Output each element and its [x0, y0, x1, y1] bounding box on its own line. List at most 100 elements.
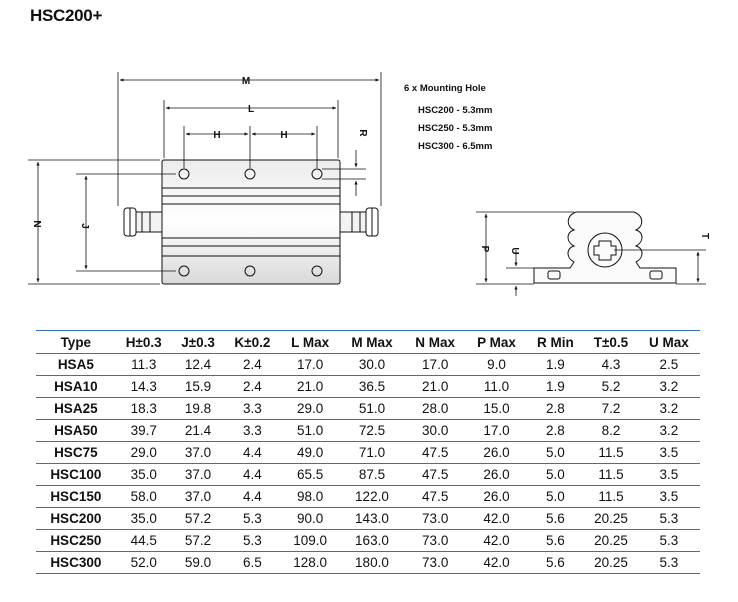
cell-k: 4.4: [224, 441, 281, 464]
cell-p: 9.0: [466, 353, 527, 376]
cell-j: 12.4: [171, 353, 225, 376]
dim-label-H1: H: [213, 130, 220, 141]
col-header-r: R Min: [526, 330, 585, 354]
cell-k: 3.3: [224, 419, 281, 442]
cell-j: 37.0: [171, 463, 225, 486]
cell-n: 28.0: [404, 397, 467, 420]
cell-u: 5.3: [637, 529, 700, 552]
cell-l: 98.0: [280, 485, 340, 508]
dim-label-L: L: [248, 104, 254, 115]
cell-m: 36.5: [339, 375, 405, 398]
cell-l: 90.0: [280, 507, 340, 530]
cell-p: 42.0: [466, 551, 527, 574]
mounting-hole: [311, 265, 323, 277]
cell-k: 6.5: [224, 551, 281, 574]
dim-label-N: N: [31, 220, 42, 227]
cell-u: 3.5: [637, 441, 700, 464]
table-header-row: Type H±0.3 J±0.3 K±0.2 L Max M Max N Max…: [36, 330, 700, 354]
cell-n: 30.0: [404, 419, 467, 442]
dimension-lines: [28, 72, 382, 285]
cell-t: 8.2: [584, 419, 638, 442]
cell-p: 17.0: [466, 419, 527, 442]
mounting-hole: [178, 265, 190, 277]
cell-n: 47.5: [404, 485, 467, 508]
mounting-hole: [244, 265, 256, 277]
cell-r: 1.9: [526, 375, 585, 398]
cell-r: 5.6: [526, 529, 585, 552]
col-header-m: M Max: [339, 330, 405, 354]
cell-u: 3.5: [637, 485, 700, 508]
cell-k: 5.3: [224, 507, 281, 530]
mounting-hole-info: 6 x Mounting Hole HSC200 - 5.3mm HSC250 …: [404, 80, 492, 156]
cell-n: 21.0: [404, 375, 467, 398]
cell-type: HSA10: [36, 375, 116, 398]
left-terminal: [123, 207, 163, 237]
cell-j: 57.2: [171, 507, 225, 530]
cell-m: 122.0: [339, 485, 405, 508]
cell-n: 73.0: [404, 507, 467, 530]
cell-r: 2.8: [526, 397, 585, 420]
dim-label-R: R: [357, 129, 368, 137]
front-view: [123, 159, 379, 285]
cell-j: 15.9: [171, 375, 225, 398]
col-header-t: T±0.5: [584, 330, 638, 354]
dim-label-M: M: [242, 76, 250, 87]
cell-type: HSC100: [36, 463, 116, 486]
cell-m: 87.5: [339, 463, 405, 486]
cell-u: 3.2: [637, 419, 700, 442]
cell-l: 21.0: [280, 375, 340, 398]
col-header-n: N Max: [404, 330, 467, 354]
cell-r: 5.0: [526, 441, 585, 464]
cell-h: 29.0: [115, 441, 172, 464]
page-title: HSC200+: [30, 6, 103, 25]
cell-h: 58.0: [115, 485, 172, 508]
cell-t: 20.25: [584, 551, 638, 574]
cell-t: 7.2: [584, 397, 638, 420]
mounting-hole-row: HSC250 - 5.3mm: [418, 123, 493, 134]
cell-k: 4.4: [224, 463, 281, 486]
cell-h: 39.7: [115, 419, 172, 442]
cell-j: 21.4: [171, 419, 225, 442]
dim-label-P: P: [479, 246, 490, 253]
cell-type: HSA5: [36, 353, 116, 376]
cell-m: 30.0: [339, 353, 405, 376]
cell-j: 57.2: [171, 529, 225, 552]
cell-j: 59.0: [171, 551, 225, 574]
cell-r: 2.8: [526, 419, 585, 442]
cell-h: 11.3: [115, 353, 172, 376]
cell-j: 37.0: [171, 441, 225, 464]
cell-type: HSA25: [36, 397, 116, 420]
cell-u: 5.3: [637, 507, 700, 530]
cell-n: 73.0: [404, 551, 467, 574]
cell-k: 2.4: [224, 375, 281, 398]
cell-type: HSC200: [36, 507, 116, 530]
dim-label-T: T: [699, 233, 710, 239]
col-header-j: J±0.3: [171, 330, 225, 354]
resistor-dimension-drawing: M L H H R N J P U T: [28, 72, 710, 296]
cell-h: 35.0: [115, 507, 172, 530]
cell-m: 71.0: [339, 441, 405, 464]
cell-r: 5.6: [526, 507, 585, 530]
cell-type: HSA50: [36, 419, 116, 442]
cell-m: 180.0: [339, 551, 405, 574]
dim-label-H2: H: [280, 130, 287, 141]
cell-u: 3.2: [637, 375, 700, 398]
cell-k: 2.4: [224, 353, 281, 376]
cell-p: 26.0: [466, 441, 527, 464]
cell-j: 19.8: [171, 397, 225, 420]
cell-h: 18.3: [115, 397, 172, 420]
cell-m: 163.0: [339, 529, 405, 552]
cell-h: 14.3: [115, 375, 172, 398]
cell-l: 128.0: [280, 551, 340, 574]
cell-r: 5.0: [526, 463, 585, 486]
cell-n: 17.0: [404, 353, 467, 376]
cell-p: 15.0: [466, 397, 527, 420]
dim-label-U: U: [509, 247, 520, 254]
cell-t: 20.25: [584, 507, 638, 530]
cell-t: 20.25: [584, 529, 638, 552]
cell-r: 5.0: [526, 485, 585, 508]
cell-t: 11.5: [584, 441, 638, 464]
